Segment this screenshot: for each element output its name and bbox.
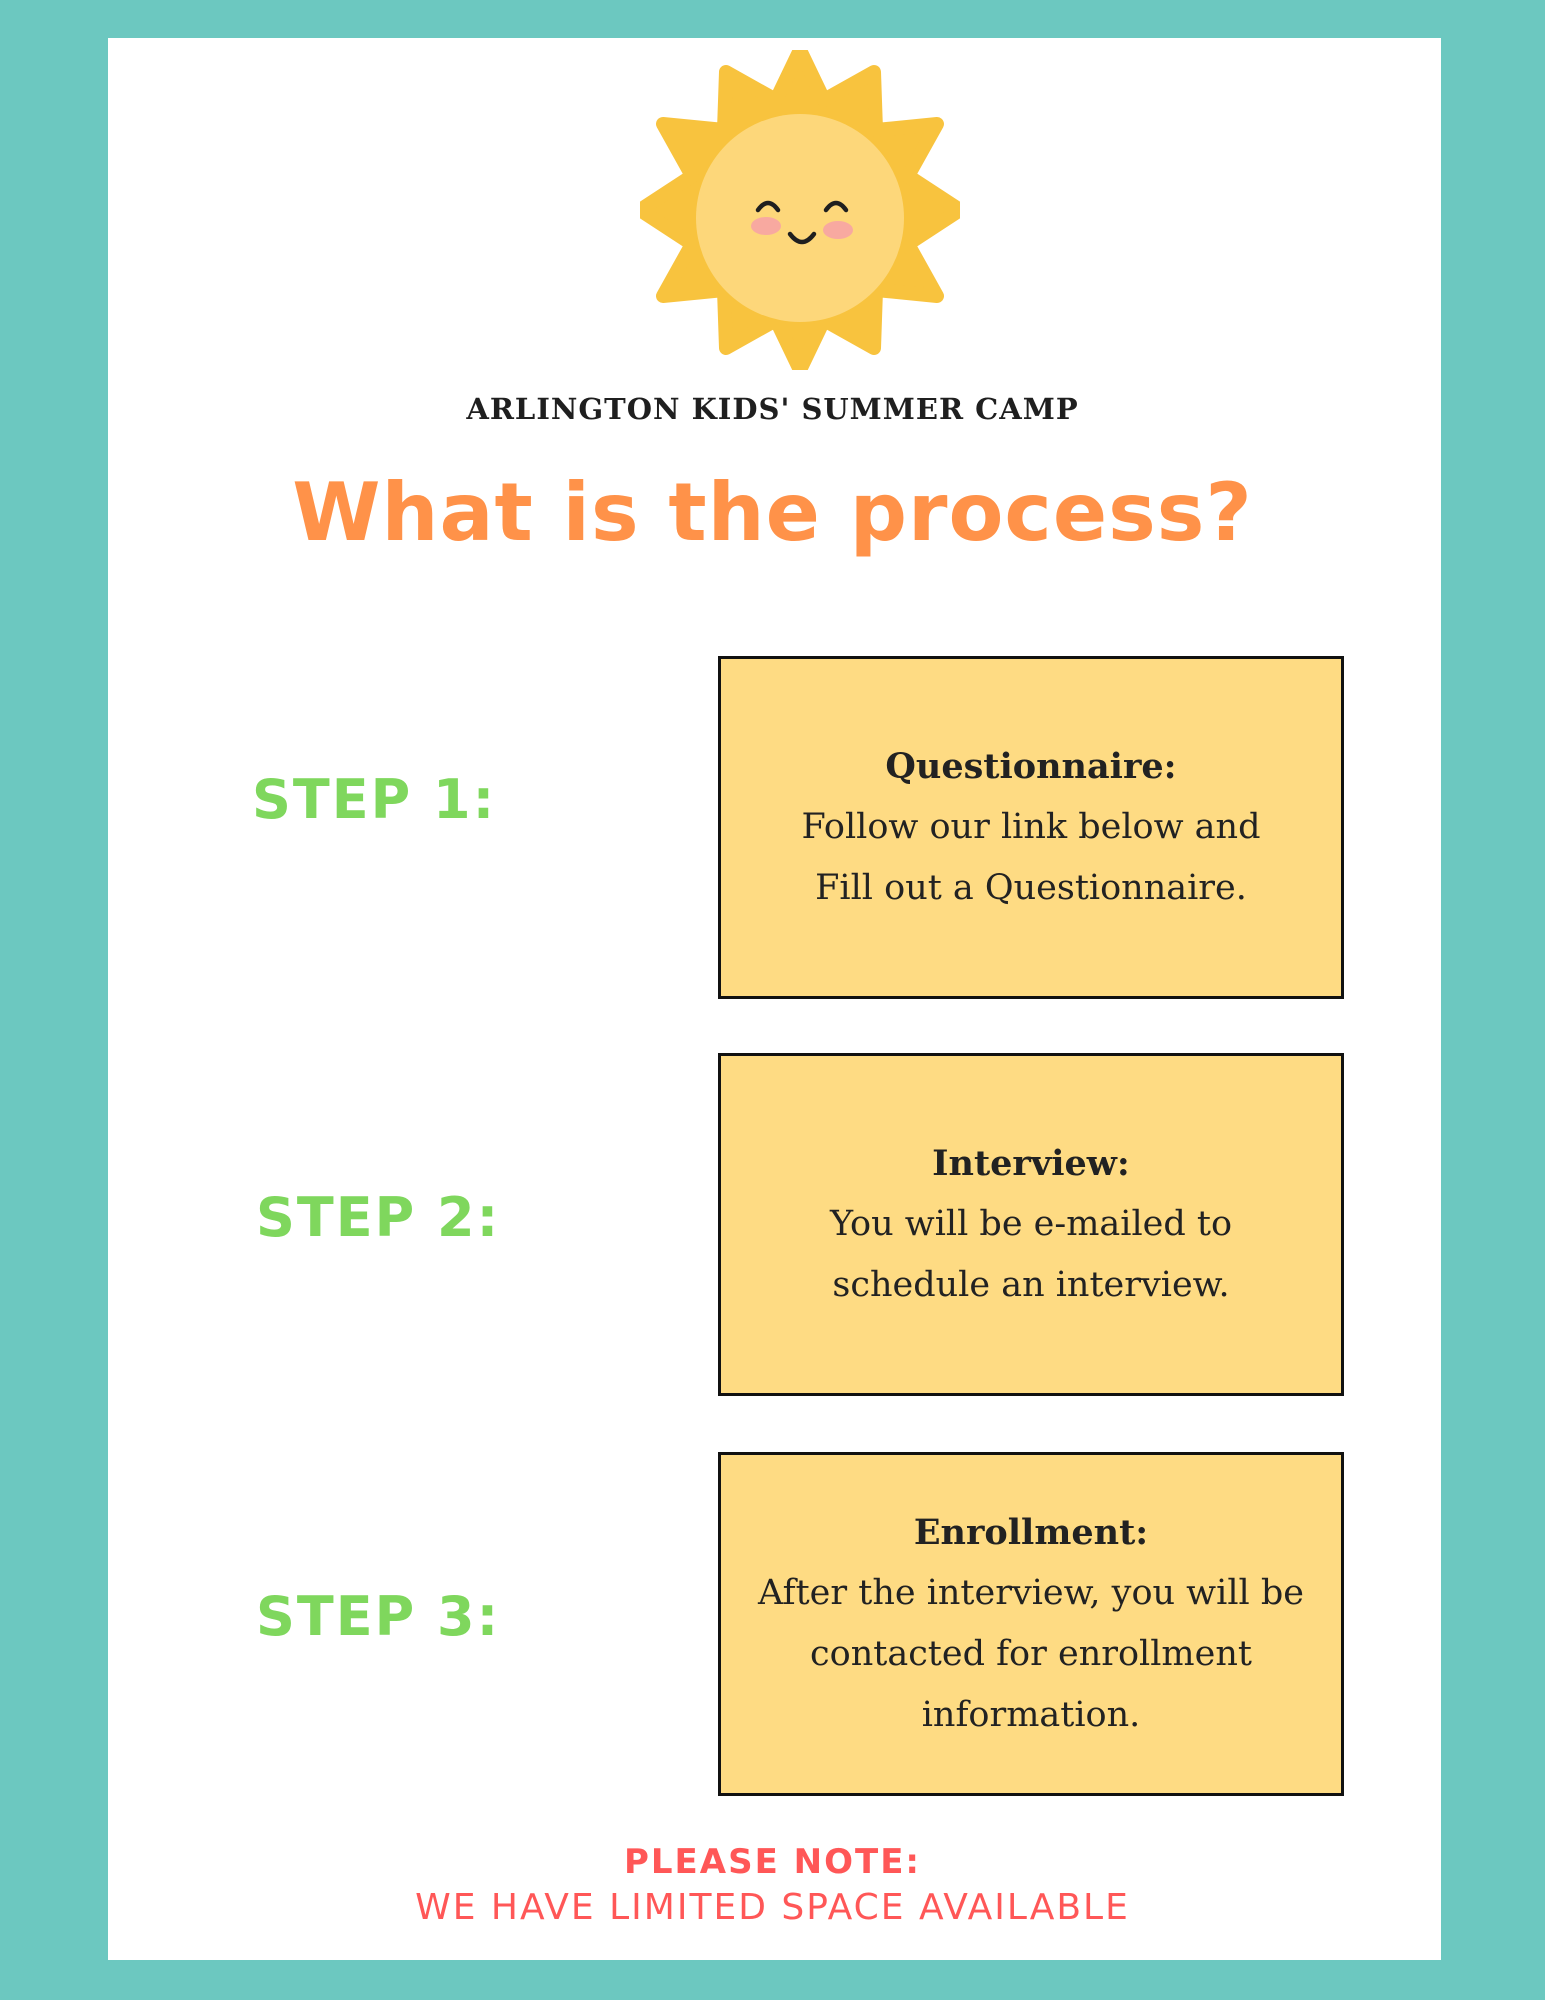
step-3-box: Enrollment: After the interview, you wil…: [718, 1452, 1344, 1796]
step-3-label: STEP 3:: [256, 1585, 501, 1648]
step-2-line-2: schedule an interview.: [832, 1265, 1230, 1305]
step-2-line-1: You will be e-mailed to: [829, 1204, 1233, 1244]
step-1-label: STEP 1:: [252, 768, 497, 831]
smiling-sun-icon: [640, 50, 960, 370]
step-3-line-3: information.: [921, 1695, 1141, 1735]
smile: [787, 231, 817, 245]
step-1-line-1: Follow our link below and: [801, 807, 1261, 847]
left-cheek: [751, 217, 781, 235]
right-eye: [823, 200, 849, 213]
organization-name: ARLINGTON KIDS' SUMMER CAMP: [466, 392, 1079, 426]
step-3-line-2: contacted for enrollment: [810, 1634, 1252, 1674]
step-1-line-2: Fill out a Questionnaire.: [815, 868, 1247, 908]
right-cheek: [823, 221, 853, 239]
page-title: What is the process?: [292, 466, 1253, 559]
step-3-title: Enrollment:: [913, 1512, 1149, 1553]
step-2-title: Interview:: [932, 1143, 1130, 1184]
sun-face: [696, 114, 904, 322]
note-text: WE HAVE LIMITED SPACE AVAILABLE: [415, 1887, 1130, 1928]
step-1-title: Questionnaire:: [885, 746, 1177, 787]
step-2-box: Interview: You will be e-mailed to sched…: [718, 1053, 1344, 1396]
step-1-box: Questionnaire: Follow our link below and…: [718, 656, 1344, 999]
note-title: PLEASE NOTE:: [623, 1842, 922, 1882]
step-2-label: STEP 2:: [256, 1186, 501, 1249]
step-3-line-1: After the interview, you will be: [758, 1573, 1304, 1613]
left-eye: [755, 200, 781, 213]
